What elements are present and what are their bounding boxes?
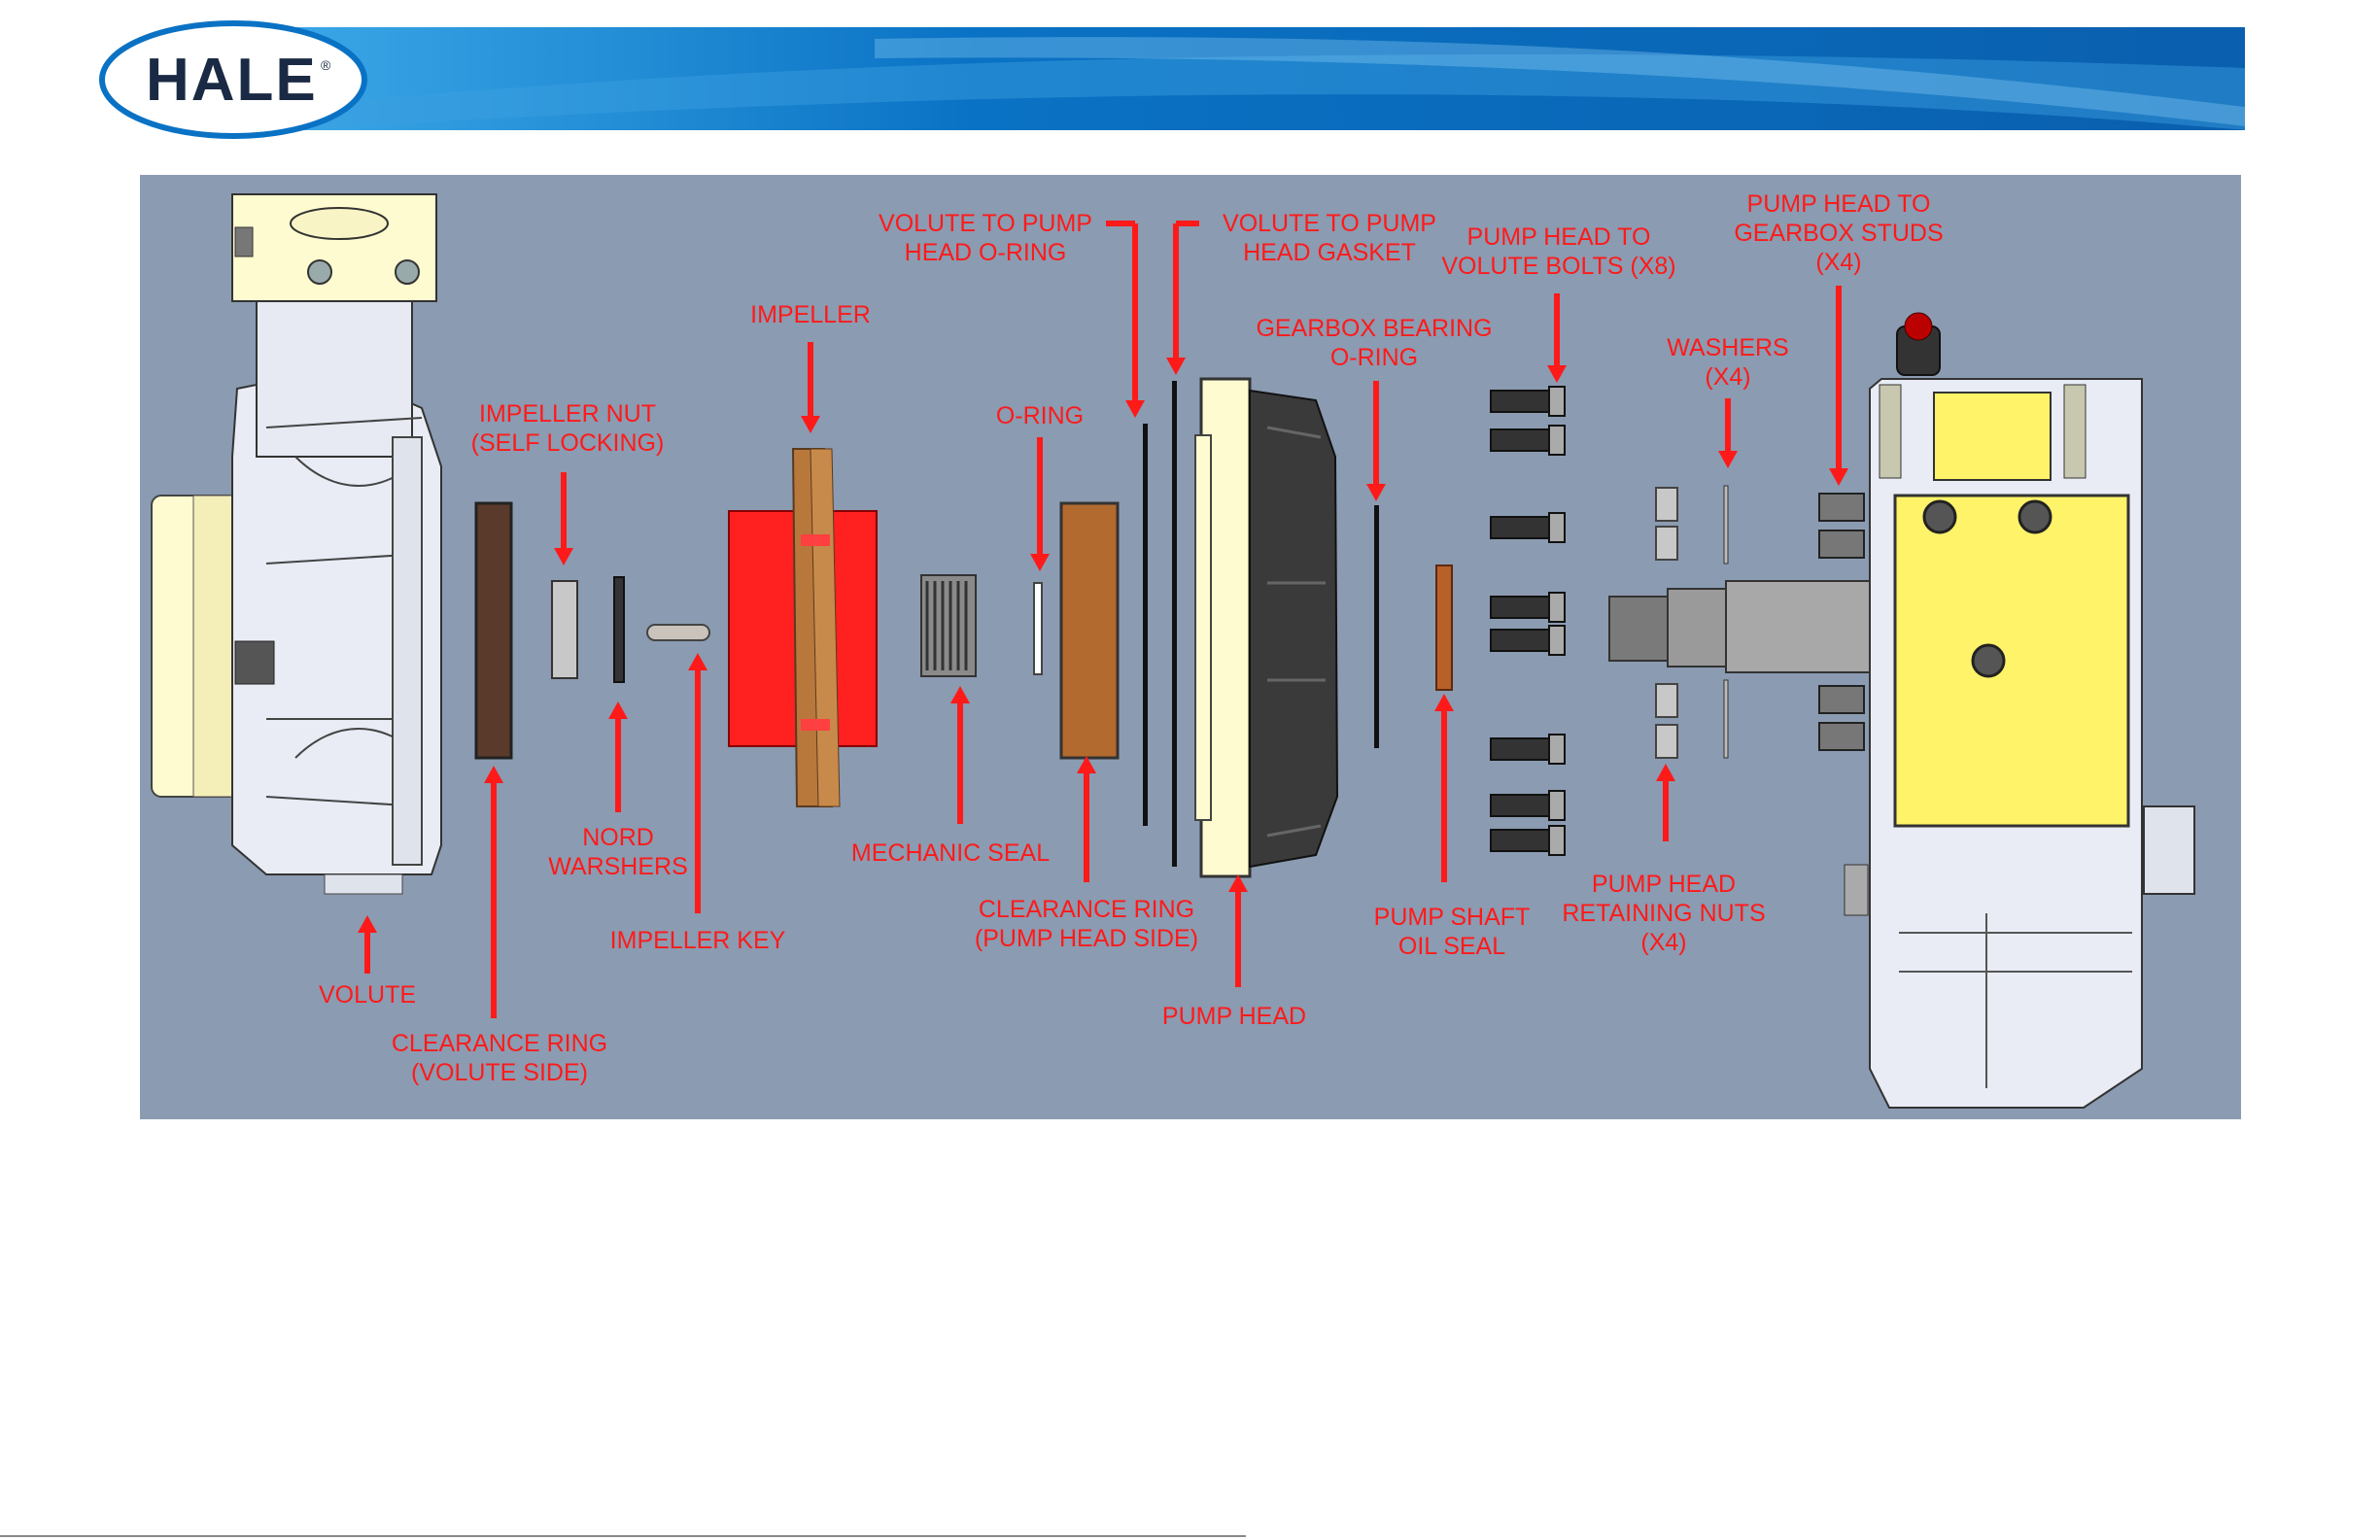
pump-head-part [1194,377,1339,878]
impeller-key-part [646,624,710,641]
label-washers-count: (X4) [1705,363,1750,391]
clearance-ring-volute-part [474,501,513,760]
label-gearbox-studs: PUMP HEAD TO [1747,190,1931,218]
label-gearbox-oring-sub: O-RING [1330,344,1418,371]
hale-logo: HALE [146,47,318,114]
volute-gasket-part [1172,381,1177,867]
header-blue-band [292,27,2245,130]
registered-mark: ® [321,57,331,73]
impeller-nut-part [551,580,578,679]
header-swoosh [292,53,2245,130]
header-swoosh-light [875,37,2245,126]
label-volute-bolts-sub: VOLUTE BOLTS (X8) [1441,253,1675,280]
label-volute-gasket: VOLUTE TO PUMP [1223,210,1436,237]
label-impeller-key: IMPELLER KEY [610,927,786,954]
label-gearbox-studs-sub: GEARBOX STUDS [1734,220,1943,247]
label-o-ring: O-RING [996,402,1084,429]
label-volute-oring: VOLUTE TO PUMP [879,210,1092,237]
header-banner: HALE ® [99,20,2245,139]
label-volute: VOLUTE [319,981,416,1009]
callout-labels: VOLUTE CLEARANCE RING (VOLUTE SIDE) IMPE… [319,190,1944,1086]
label-clearance-ring-head: CLEARANCE RING [979,896,1194,923]
washers-part [1723,485,1729,759]
label-volute-oring-sub: HEAD O-RING [905,239,1067,266]
label-pump-shaft-seal-sub: OIL SEAL [1398,933,1505,960]
logo-badge [99,20,367,139]
pump-shaft-part [1608,580,1882,673]
label-clearance-ring-volute: CLEARANCE RING [392,1030,607,1057]
callout-arrows [358,221,1848,1018]
label-clearance-ring-head-sub: (PUMP HEAD SIDE) [975,925,1198,952]
label-mechanic-seal: MECHANIC SEAL [851,839,1050,867]
label-gearbox-studs-count: (X4) [1815,249,1861,276]
exploded-pump-diagram: VOLUTE CLEARANCE RING (VOLUTE SIDE) IMPE… [140,175,2241,1119]
gearbox-oring-part [1374,505,1379,748]
label-retaining-nuts-sub: RETAINING NUTS [1562,900,1765,927]
label-nord-washers: NORD [582,824,654,851]
label-volute-bolts: PUMP HEAD TO [1467,223,1651,251]
volute-oring-part [1143,424,1148,826]
label-nord-washers-sub: WARSHERS [548,853,688,880]
label-gearbox-oring: GEARBOX BEARING [1256,315,1492,342]
label-washers: WASHERS [1667,334,1788,361]
label-impeller-nut-sub: (SELF LOCKING) [471,429,665,457]
gearbox-part [1818,312,2195,1109]
clearance-ring-head-part [1059,501,1120,760]
o-ring-part [1033,582,1043,675]
label-volute-gasket-sub: HEAD GASKET [1243,239,1416,266]
label-pump-shaft-seal: PUMP SHAFT [1374,904,1531,931]
label-clearance-ring-volute-sub: (VOLUTE SIDE) [411,1059,588,1086]
impeller-part [728,448,878,807]
pump-shaft-seal-part [1435,565,1453,691]
label-pump-head: PUMP HEAD [1162,1003,1306,1030]
footer-rule [0,1535,1246,1537]
label-impeller: IMPELLER [750,301,871,328]
retaining-nuts-part [1655,487,1678,759]
label-retaining-nuts-count: (X4) [1640,929,1686,956]
label-impeller-nut: IMPELLER NUT [479,400,656,428]
label-retaining-nuts: PUMP HEAD [1592,871,1736,898]
volute-bolts-part [1490,386,1566,856]
nord-washers-part [613,576,625,683]
mechanic-seal-part [920,574,977,677]
volute-part [151,193,442,895]
